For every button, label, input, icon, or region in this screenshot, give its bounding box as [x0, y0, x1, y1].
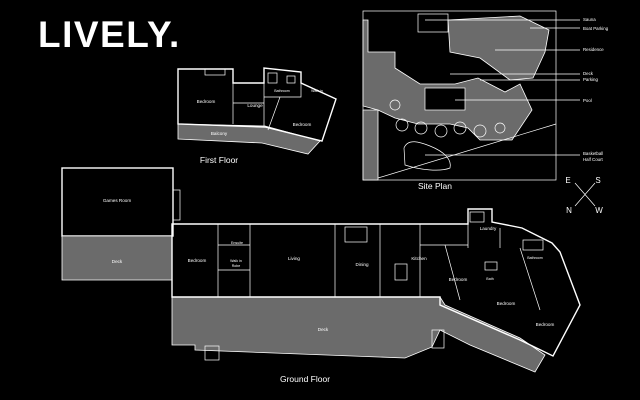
residence-footprint	[362, 19, 533, 141]
ff-bedroom-left-label: Bedroom	[197, 99, 216, 104]
living-label: Living	[288, 256, 300, 261]
site-plan-title: Site Plan	[418, 181, 452, 191]
site-boundary-diagonal	[377, 123, 557, 179]
bedroom-c-label: Bedroom	[536, 322, 555, 327]
first-floor-title: First Floor	[200, 155, 238, 165]
pool-shape	[424, 87, 466, 111]
compass-n: N	[566, 206, 572, 215]
main-house-partitions	[217, 224, 541, 311]
deck-left-label: Deck	[112, 259, 123, 264]
legend-deck: Deck	[583, 71, 594, 76]
laundry-label: Laundry	[480, 226, 497, 231]
first-floor-basin	[286, 75, 296, 84]
legend-basketball: Basketball	[583, 151, 603, 156]
first-floor-plan: Bedroom Lounge Bathroom Walk in Bedroom …	[177, 67, 337, 165]
first-floor-partitions	[232, 83, 302, 131]
first-floor-stair	[204, 68, 226, 76]
tree-1	[395, 118, 409, 132]
basketball-court	[403, 141, 451, 171]
tree-7	[494, 122, 506, 134]
driveway-strip	[362, 109, 379, 181]
legend-boat-parking: Boat Parking	[583, 26, 609, 31]
ff-bathroom-label: Bathroom	[274, 89, 290, 93]
legend-pool: Pool	[583, 98, 592, 103]
dining-label: Dining	[355, 262, 368, 267]
site-plan: Sauna Boat Parking Residence Deck Parkin…	[362, 10, 609, 191]
tree-2	[414, 121, 428, 135]
site-legend-leaders	[425, 19, 580, 156]
deck-stair-right	[431, 329, 445, 349]
first-floor-fixture	[267, 72, 278, 84]
legend-half-court: Half Court	[583, 157, 604, 162]
deck-left-area	[61, 235, 173, 281]
ff-bedroom-right-label: Bedroom	[293, 122, 312, 127]
bath-small-label: Bath	[486, 277, 493, 281]
games-room-stair	[172, 189, 181, 221]
tree-3	[434, 124, 448, 138]
legend-sauna: Sauna	[583, 17, 596, 22]
tree-5	[473, 124, 487, 138]
bathroom-label: Bathroom	[527, 256, 543, 260]
main-stair	[344, 226, 368, 243]
tree-4	[453, 121, 467, 135]
kitchen-island	[394, 263, 408, 281]
bathtub	[522, 239, 544, 251]
legend-residence: Residence	[583, 47, 604, 52]
compass-rose: E S N W	[565, 176, 603, 215]
logo-text: LIVELY.	[38, 14, 181, 55]
compass-s: S	[595, 176, 600, 185]
ensuite-label: Ensuite	[231, 241, 243, 245]
ff-walk-in-label: Walk in	[311, 89, 323, 93]
ground-floor-plan: Games Room Deck Deck Bedroom Ensuite Wal…	[61, 167, 581, 384]
ground-floor-title: Ground Floor	[280, 374, 330, 384]
boat-parking-area	[447, 15, 550, 81]
games-room-label: Games Room	[103, 198, 132, 203]
deck-main-area	[171, 296, 546, 373]
robe-label: Robe	[232, 264, 241, 268]
ff-lounge-label: Lounge	[247, 103, 263, 108]
main-house-walls	[171, 208, 581, 357]
legend-parking: Parking	[583, 77, 598, 82]
bedroom-a-label: Bedroom	[449, 277, 468, 282]
kitchen-label: Kitchen	[411, 256, 427, 261]
walk-in-label: Walk in	[230, 259, 242, 263]
bath-small-fixture	[484, 261, 498, 271]
ff-balcony-label: Balcony	[211, 131, 228, 136]
sauna-box	[417, 13, 449, 33]
compass-w: W	[595, 206, 603, 215]
deck-stair-left	[204, 345, 220, 361]
bedroom-main-label: Bedroom	[188, 258, 207, 263]
compass-e: E	[565, 176, 570, 185]
deck-main-label: Deck	[318, 327, 329, 332]
bedroom-b-label: Bedroom	[497, 301, 516, 306]
tree-6	[389, 99, 401, 111]
laundry-fixture	[469, 211, 485, 223]
